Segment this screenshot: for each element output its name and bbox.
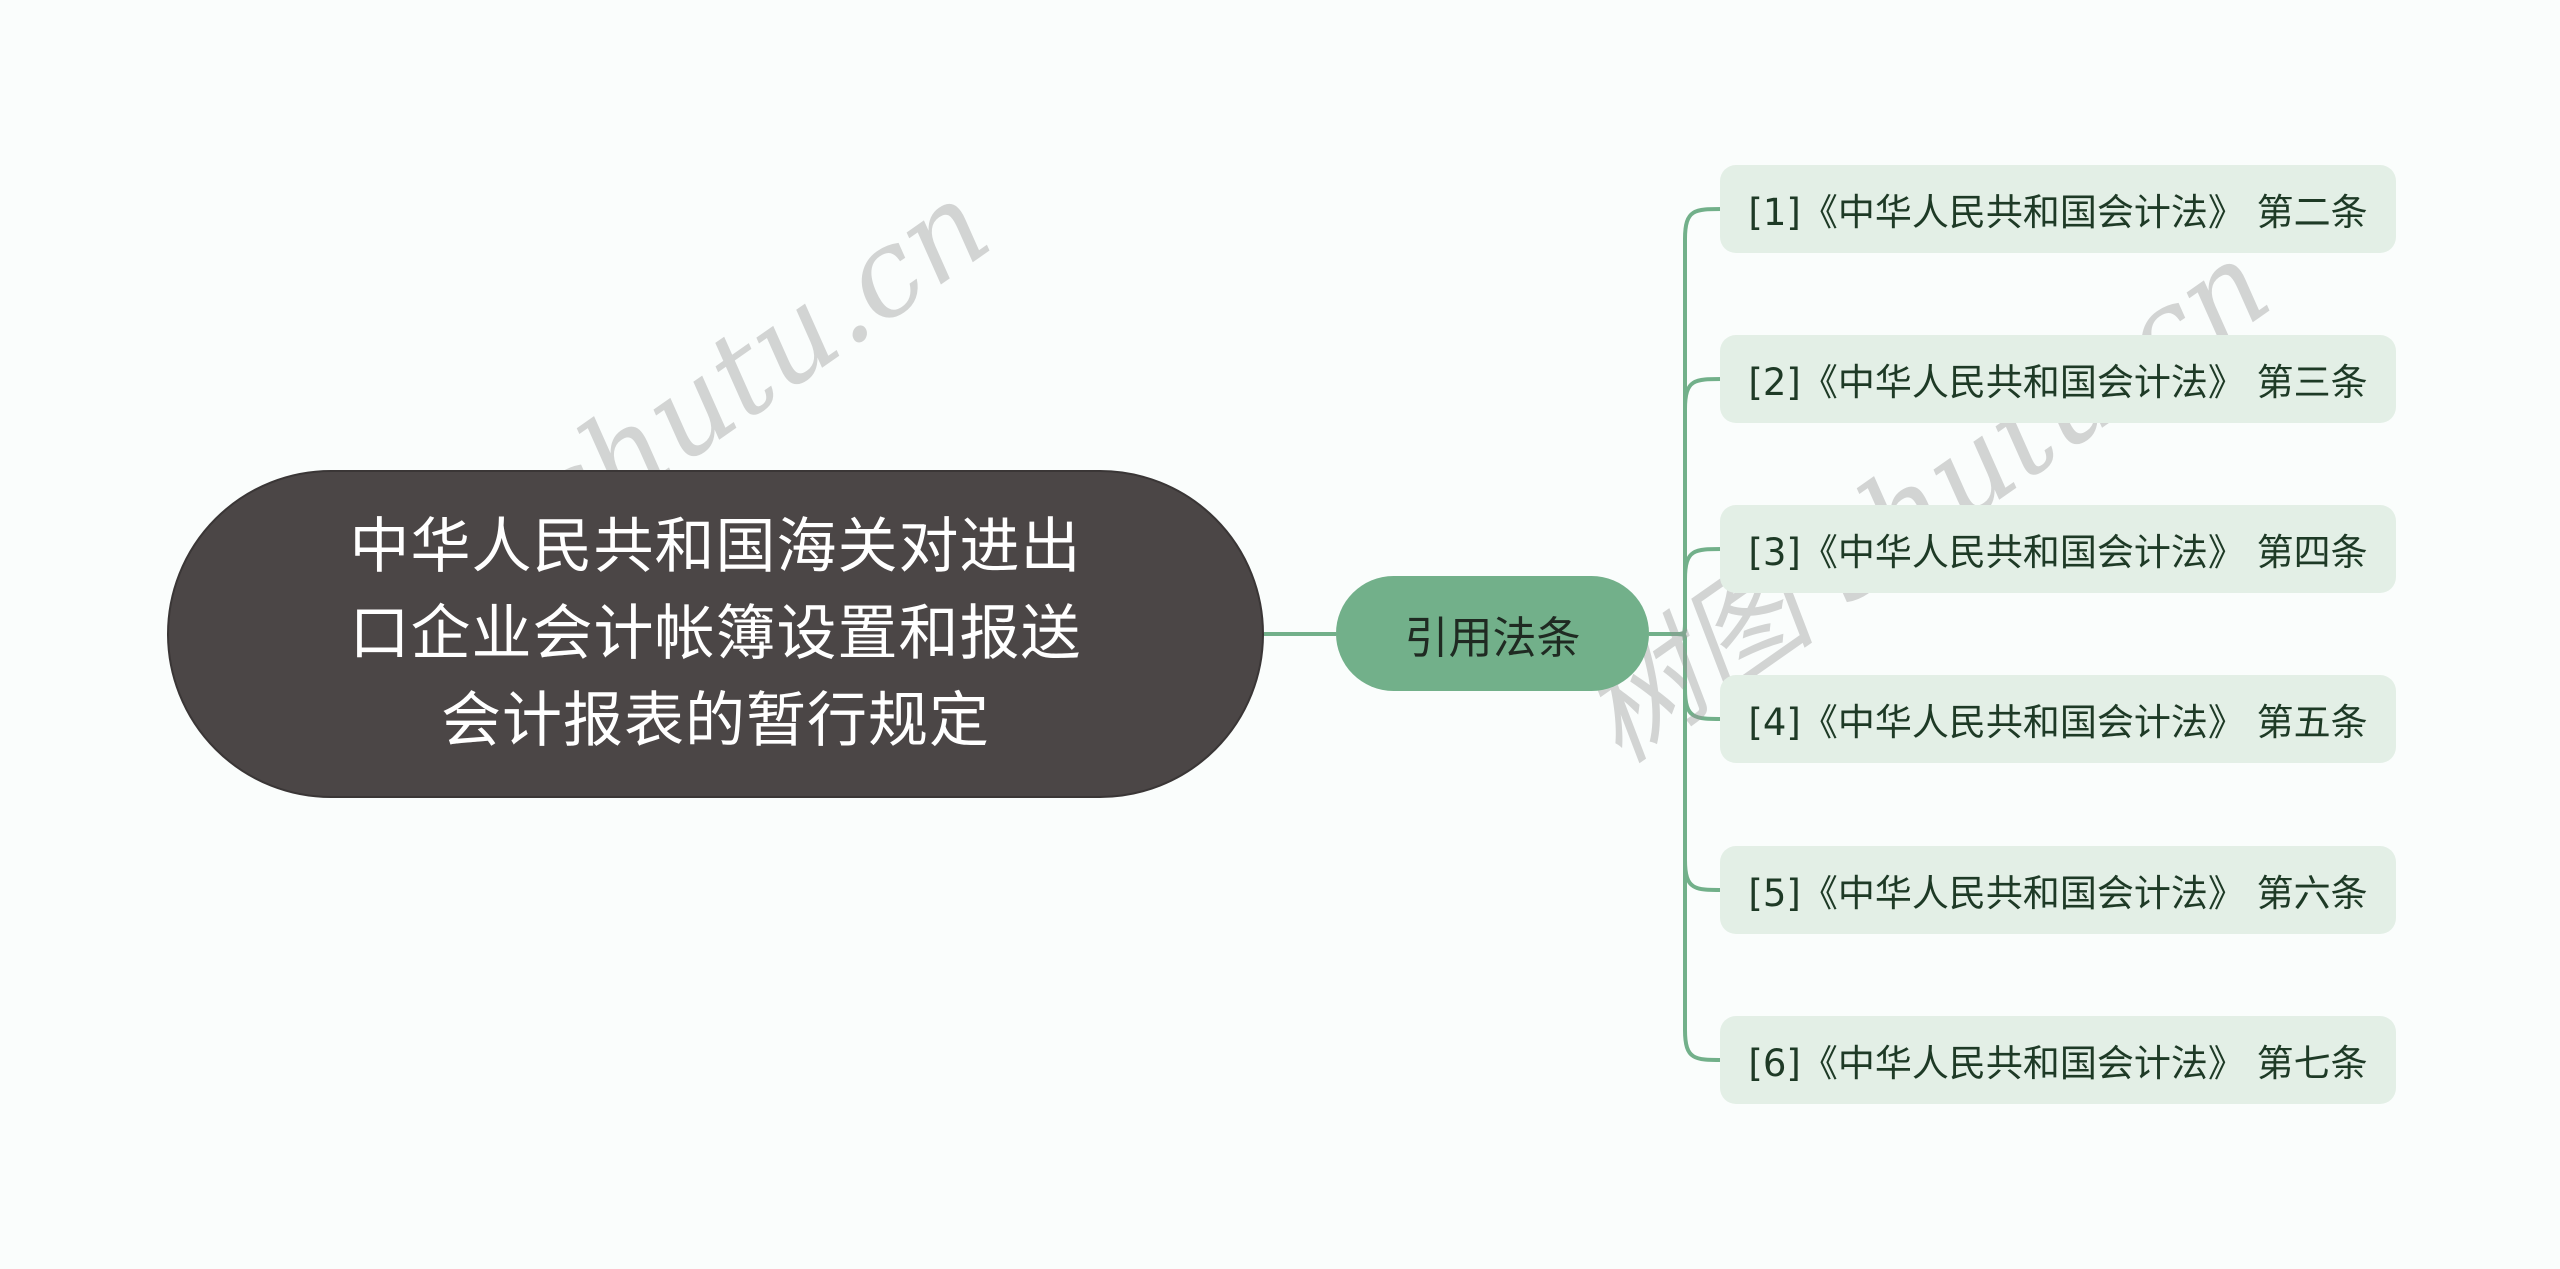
branch-label: 引用法条 xyxy=(1404,612,1581,664)
leaf-node[interactable]: [1]《中华人民共和国会计法》 第二条 xyxy=(1720,165,2396,253)
leaf-label: [4]《中华人民共和国会计法》 第五条 xyxy=(1748,701,2368,744)
leaf-node[interactable]: [5]《中华人民共和国会计法》 第六条 xyxy=(1720,846,2396,934)
leaf-node[interactable]: [6]《中华人民共和国会计法》 第七条 xyxy=(1720,1016,2396,1104)
leaf-node[interactable]: [2]《中华人民共和国会计法》 第三条 xyxy=(1720,335,2396,423)
leaf-label: [3]《中华人民共和国会计法》 第四条 xyxy=(1748,531,2368,574)
leaf-node[interactable]: [3]《中华人民共和国会计法》 第四条 xyxy=(1720,505,2396,593)
branch-node[interactable]: 引用法条 xyxy=(1336,576,1649,691)
branch-to-leaf-line xyxy=(1649,632,1723,1062)
leaf-node[interactable]: [4]《中华人民共和国会计法》 第五条 xyxy=(1720,675,2396,763)
leaf-label: [1]《中华人民共和国会计法》 第二条 xyxy=(1748,191,2368,234)
root-node[interactable]: 中华人民共和国海关对进出口企业会计帐簿设置和报送会计报表的暂行规定 xyxy=(167,470,1264,798)
root-title: 中华人民共和国海关对进出口企业会计帐簿设置和报送会计报表的暂行规定 xyxy=(349,511,1082,756)
leaf-label: [5]《中华人民共和国会计法》 第六条 xyxy=(1748,872,2368,915)
leaf-label: [2]《中华人民共和国会计法》 第三条 xyxy=(1748,361,2368,404)
leaf-label: [6]《中华人民共和国会计法》 第七条 xyxy=(1748,1042,2368,1085)
branch-to-leaf-line xyxy=(1649,547,1723,636)
